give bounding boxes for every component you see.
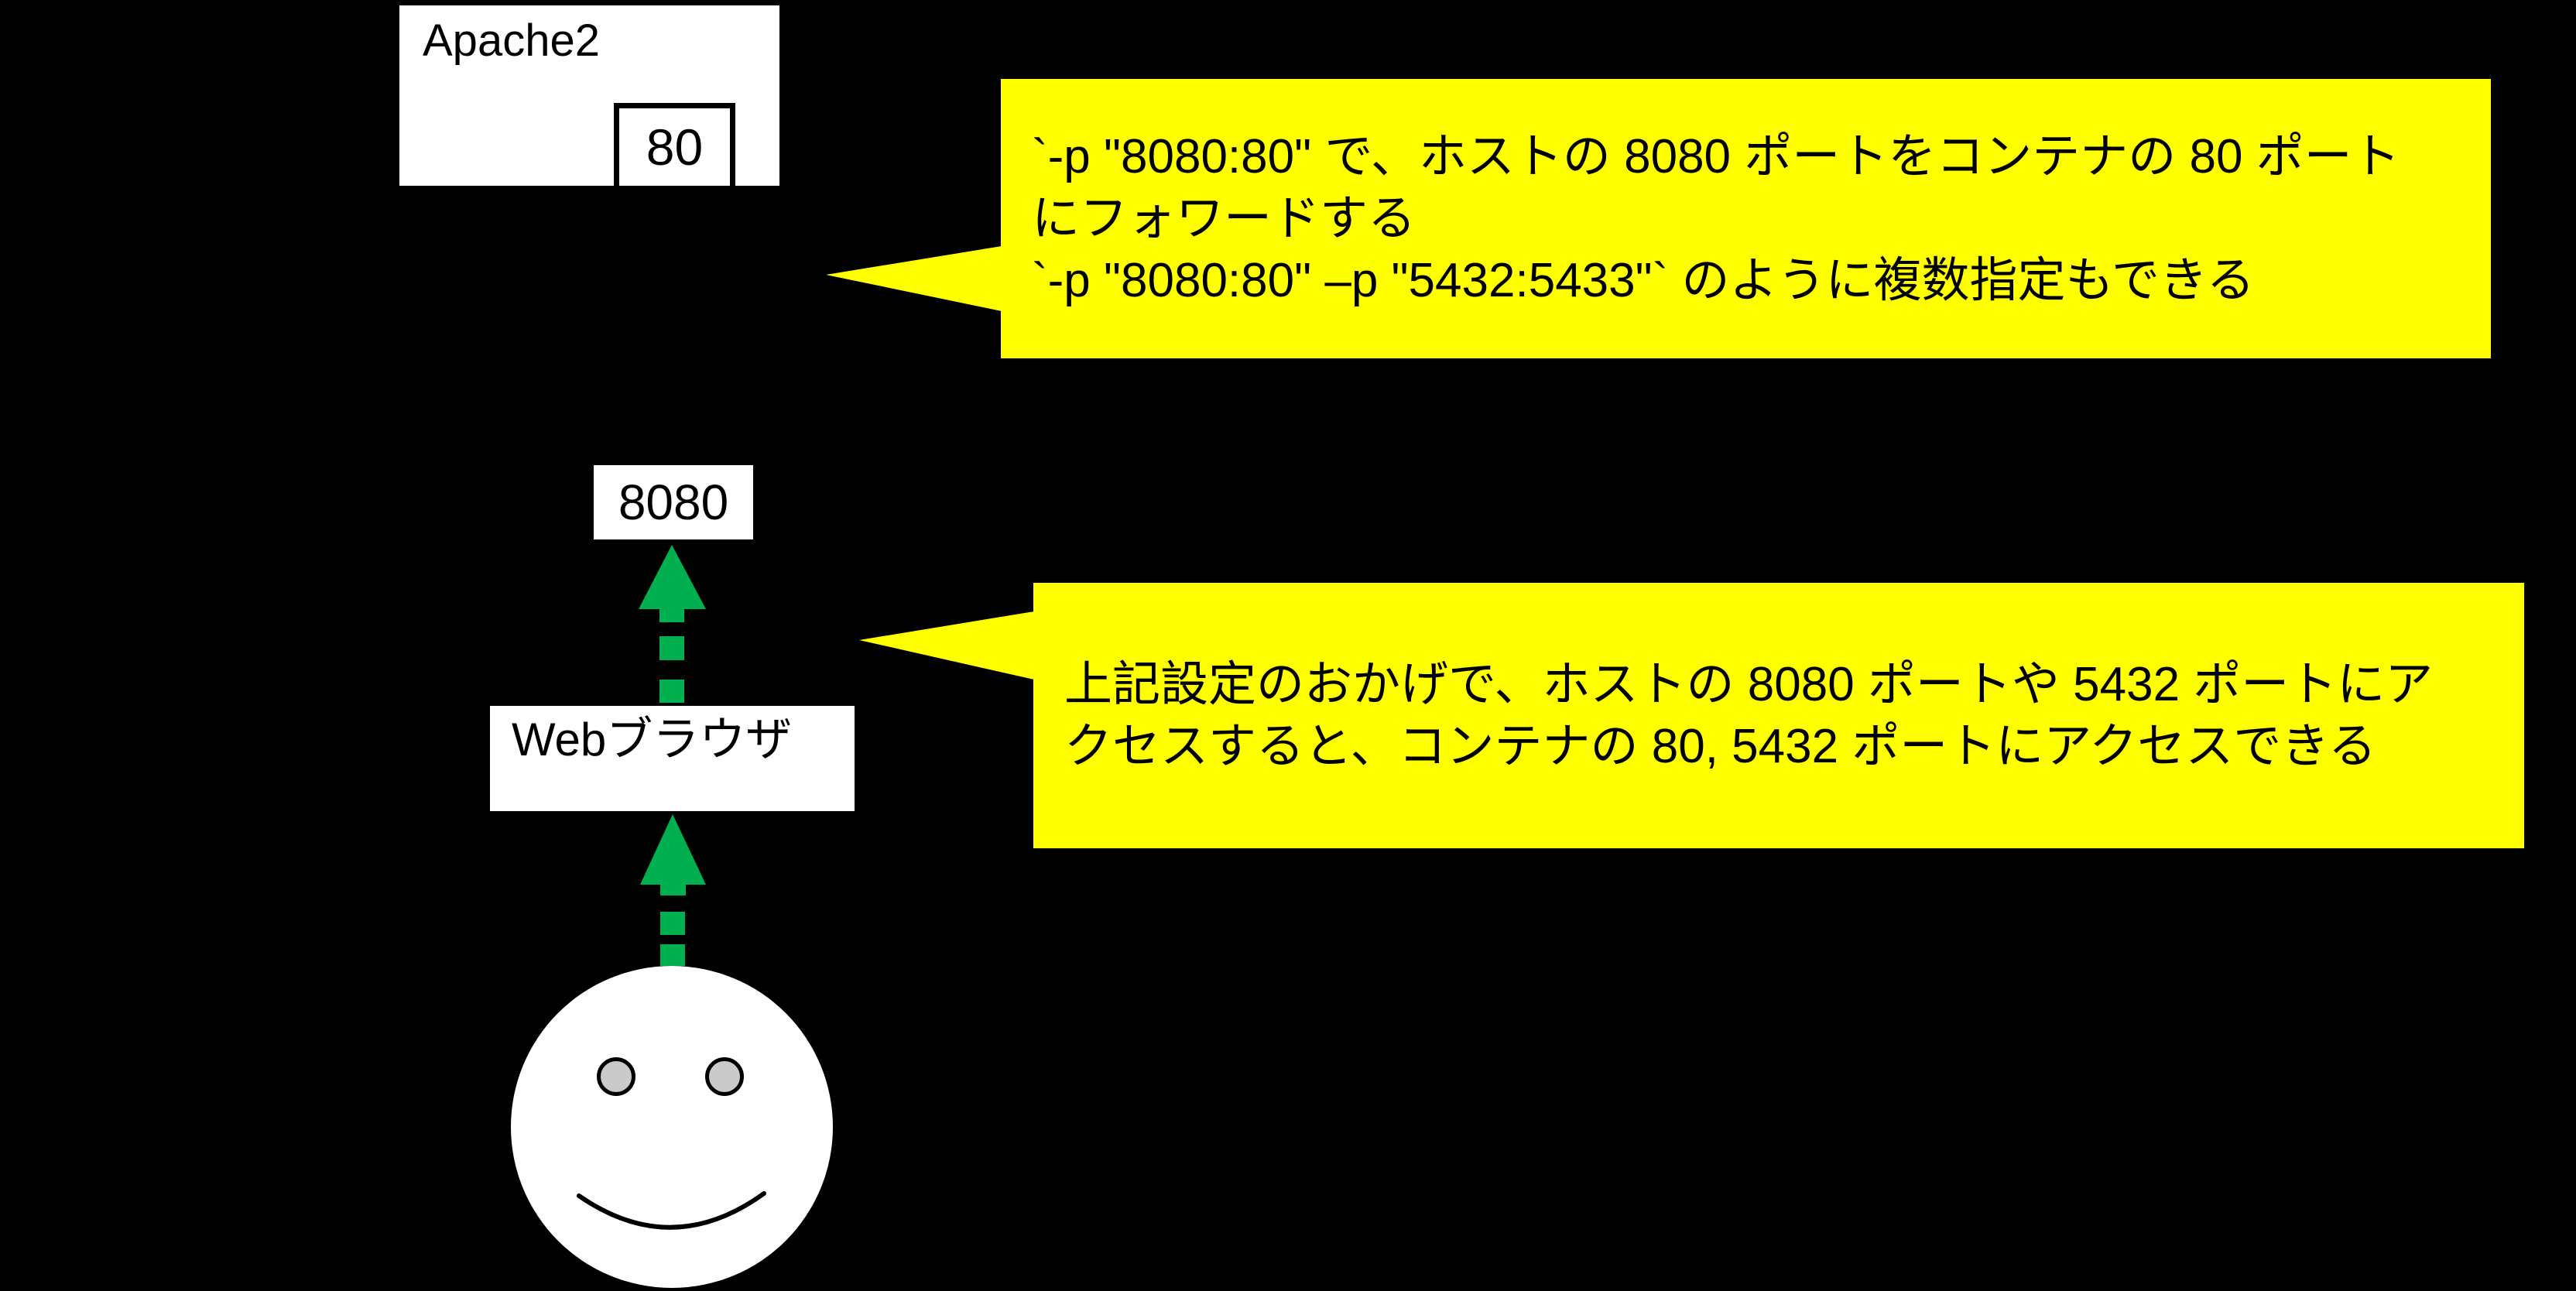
callout-bubble-access: 上記設定のおかげで、ホストの 8080 ポートや 5432 ポートにア クセスす…	[1033, 583, 2524, 848]
dashed-arrow-up-browser-to-8080-icon	[639, 545, 706, 703]
dashed-arrow-up-user-to-browser-icon	[640, 814, 706, 966]
bubble2-line2: クセスすると、コンテナの 80, 5432 ポートにアクセスできる	[1064, 719, 2376, 773]
bubble2-tail	[859, 611, 1034, 680]
smiley-mouth	[577, 1191, 766, 1230]
bubble2-line1: 上記設定のおかげで、ホストの 8080 ポートや 5432 ポートにア	[1064, 657, 2434, 711]
smiley-right-eye	[705, 1057, 744, 1096]
bubble1-line3: `-p "8080:80" –p "5432:5433"` のように複数指定もで…	[1032, 253, 2255, 307]
container-port-80-label: 80	[646, 118, 704, 176]
host-port-8080-box: 8080	[594, 465, 753, 539]
bubble1-tail	[826, 246, 1002, 311]
bubble1-line1: `-p "8080:80" で、ホストの 8080 ポートをコンテナの 80 ポ…	[1032, 129, 2400, 183]
user-smiley-face-icon	[511, 966, 833, 1288]
smiley-left-eye	[597, 1057, 635, 1096]
web-browser-box: Webブラウザ	[490, 706, 855, 811]
web-browser-label: Webブラウザ	[512, 714, 793, 765]
apache2-container-box: Apache2	[399, 5, 779, 186]
container-port-80-box: 80	[614, 103, 735, 191]
callout-bubble-port-mapping: `-p "8080:80" で、ホストの 8080 ポートをコンテナの 80 ポ…	[1001, 79, 2491, 358]
apache2-label: Apache2	[423, 15, 600, 66]
bubble1-line2: にフォワードする	[1032, 191, 1416, 245]
host-port-8080-label: 8080	[618, 474, 729, 530]
